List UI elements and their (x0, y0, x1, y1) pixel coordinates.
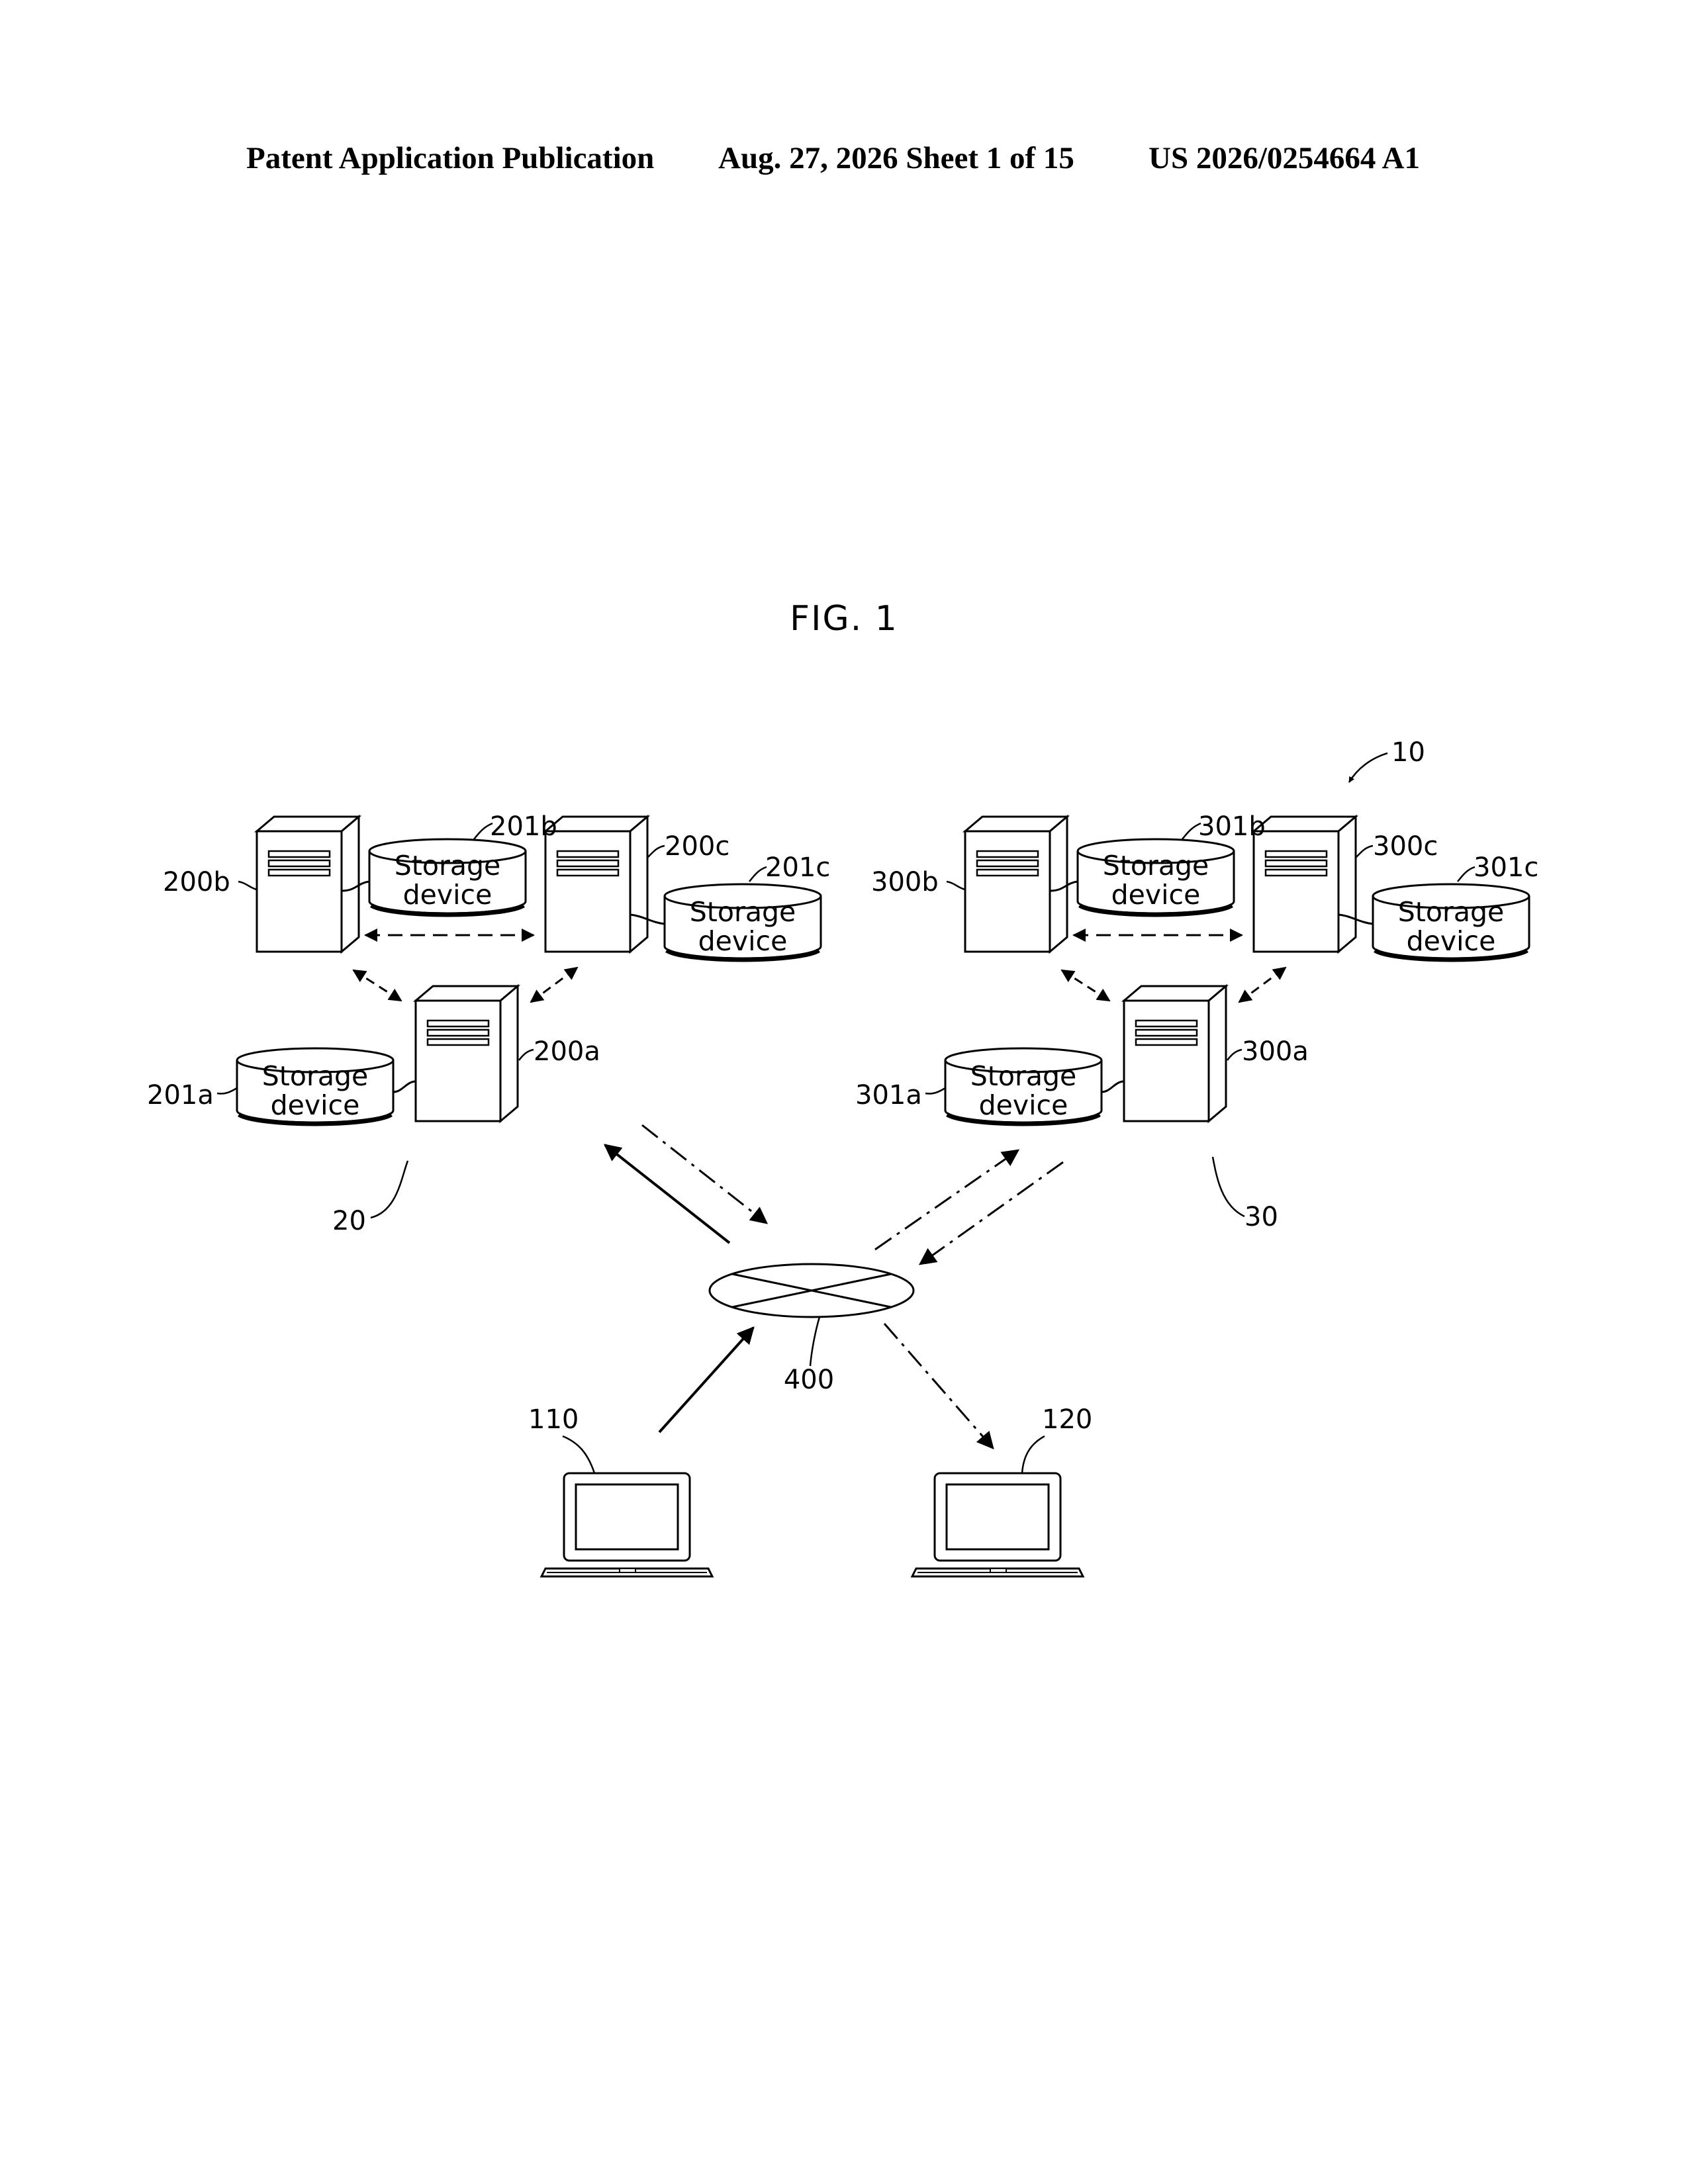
server-200a-icon (416, 986, 518, 1121)
server-300c-icon (1254, 817, 1356, 952)
server-300a-icon (1124, 986, 1226, 1121)
laptop-110-icon (541, 1473, 712, 1576)
storage-301b-label-line2: device (1111, 879, 1201, 911)
ref-400: 400 (784, 1365, 834, 1395)
ref-201b: 201b (490, 811, 557, 842)
storage-301b-label-line1: Storage (1103, 850, 1209, 882)
arrow-network-to-terminal-120 (884, 1324, 993, 1448)
ref-301c: 301c (1474, 852, 1538, 883)
arrow-terminal-110-to-network (659, 1328, 753, 1432)
arrow-network-to-cluster-30 (875, 1150, 1018, 1250)
server-300b-icon (965, 817, 1067, 952)
ref-300a: 300a (1242, 1036, 1309, 1067)
figure-title: FIG. 1 (790, 599, 898, 639)
ref-300b: 300b (871, 867, 939, 897)
ref-20: 20 (332, 1206, 366, 1236)
storage-301a-label-line2: device (979, 1089, 1068, 1121)
storage-301c-label-line2: device (1407, 925, 1496, 957)
storage-201a-label-line1: Storage (262, 1060, 368, 1092)
ref-200a: 200a (534, 1036, 600, 1067)
terminal-110: 110 (528, 1404, 712, 1576)
storage-201a-label-line2: device (271, 1089, 360, 1121)
ref-301a: 301a (855, 1080, 922, 1111)
ref-120: 120 (1042, 1404, 1092, 1435)
server-200c-icon (545, 817, 647, 952)
storage-201c-label-line1: Storage (690, 896, 796, 928)
ref-10: 10 (1391, 737, 1425, 768)
ref-300c: 300c (1373, 831, 1438, 862)
arrow-cluster-20-to-network (642, 1125, 767, 1223)
arrow-network-to-cluster-20 (605, 1145, 729, 1243)
storage-301c-label-line1: Storage (1398, 896, 1504, 928)
cluster-20: Storage device Storage device Storage de… (147, 811, 830, 1236)
ref-200c: 200c (665, 831, 729, 862)
laptop-120-icon (912, 1473, 1083, 1576)
arrow-cluster-30-to-network (920, 1162, 1063, 1264)
storage-201c-label-line2: device (698, 925, 788, 957)
ref-301b: 301b (1198, 811, 1266, 842)
storage-201b-label-line1: Storage (395, 850, 500, 882)
ref-200b: 200b (163, 867, 230, 897)
storage-301a-label-line1: Storage (970, 1060, 1076, 1092)
ref-30: 30 (1244, 1202, 1278, 1232)
ref-201a: 201a (147, 1080, 214, 1111)
ref-201c: 201c (765, 852, 830, 883)
storage-201b-label-line2: device (403, 879, 492, 911)
ref-110: 110 (528, 1404, 579, 1435)
terminal-120: 120 (912, 1404, 1092, 1576)
server-200b-icon (257, 817, 359, 952)
network-400: 400 (710, 1264, 914, 1395)
cluster-30: Storage device Storage device Storage de… (855, 811, 1538, 1232)
